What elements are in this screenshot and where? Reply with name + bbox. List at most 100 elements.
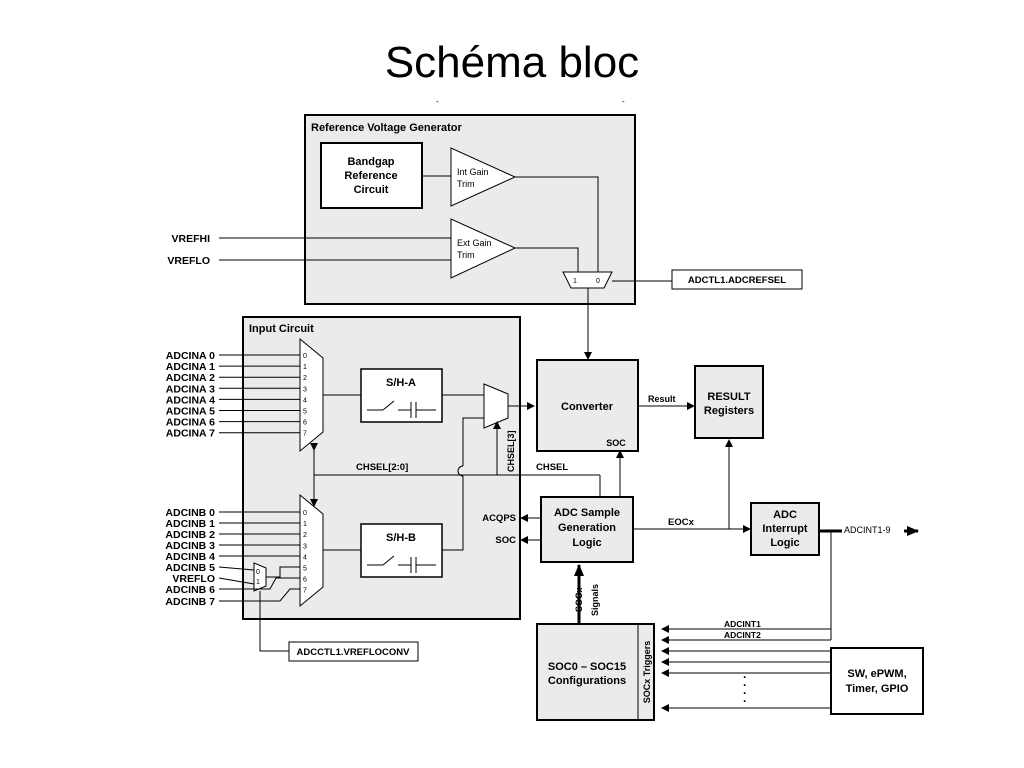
adcina-label: ADCINA 3	[166, 383, 215, 395]
mux-b-pin: 2	[303, 532, 307, 539]
adcinb-label: ADCINB 6	[165, 584, 215, 596]
int-logic-label-1: ADC	[773, 509, 797, 521]
dots-2: ·	[743, 678, 747, 692]
mux-b-pin: 3	[303, 543, 307, 550]
mux-a-pin: 1	[303, 364, 307, 371]
adcinb-label: ADCINB 0	[165, 507, 215, 519]
sh-select-mux	[483, 383, 509, 429]
soc-signals-label-2: Signals	[590, 584, 600, 616]
mux-a-pin: 2	[303, 375, 307, 382]
dots-4: ·	[743, 694, 747, 708]
vrefloconv-label: ADCCTL1.VREFLOCONV	[297, 647, 411, 658]
mux-b-pin: 5	[303, 566, 307, 573]
result-label: Result	[648, 394, 676, 404]
mux-b-pin: 6	[303, 577, 307, 584]
converter-block	[536, 359, 639, 452]
bandgap-block	[320, 142, 423, 209]
vreflo-mux-pin1: 1	[256, 579, 260, 586]
adcint1-label: ADCINT1	[724, 619, 761, 629]
soc-configurations	[536, 623, 655, 721]
adcinb-label: ADCINB 3	[165, 540, 215, 552]
adcrefsel-box	[671, 269, 803, 290]
ref-gen-title: Reference Voltage Generator	[311, 122, 463, 134]
sample-gen-label-3: Logic	[572, 537, 601, 549]
result-regs-label-1: RESULT	[707, 391, 750, 403]
ref-mux-in1: 1	[573, 278, 577, 285]
bandgap-label-3: Circuit	[354, 184, 389, 196]
soc-config-label-1: SOC0 – SOC15	[548, 661, 626, 673]
vrefhi-label: VREFHI	[171, 233, 210, 245]
mux-b-pin: 1	[303, 521, 307, 528]
bandgap-label-2: Reference	[344, 170, 397, 182]
adcina-label: ADCINA 0	[166, 350, 215, 362]
sample-generation-logic	[540, 496, 634, 563]
sources-label-2: Timer, GPIO	[846, 683, 909, 695]
mux-a-pin: 4	[303, 397, 307, 404]
mux-b-pin: 7	[303, 588, 307, 595]
result-registers	[694, 365, 764, 439]
soc-config-label-2: Configurations	[548, 675, 626, 687]
mux-a-pin: 3	[303, 386, 307, 393]
dots-3: ·	[743, 686, 747, 700]
chsel-label: CHSEL	[536, 462, 568, 473]
sources-label-1: SW, ePWM,	[847, 668, 906, 680]
ext-gain-label-2: Trim	[457, 250, 475, 260]
adcina-label: ADCINA 2	[166, 372, 215, 384]
mux-a-pin: 6	[303, 420, 307, 427]
sha-block	[360, 368, 443, 423]
int-logic-label-3: Logic	[770, 537, 799, 549]
vreflo-b-label: VREFLO	[172, 573, 215, 585]
int-gain-label-1: Int Gain	[457, 167, 489, 177]
svg-text:-: -	[622, 97, 625, 106]
chsel-20-label: CHSEL[2:0]	[356, 462, 408, 473]
mux-a-pin: 5	[303, 409, 307, 416]
sha-label: S/H-A	[386, 377, 416, 389]
slide-title: Schéma bloc	[384, 38, 640, 87]
dots-1: ·	[743, 670, 747, 684]
soc-triggers-label: SOCx Triggers	[642, 641, 652, 704]
int-logic-label-2: Interrupt	[762, 523, 808, 535]
mux-b-pin: 0	[303, 510, 307, 517]
vrefloconv-box	[288, 641, 419, 662]
vreflo-label: VREFLO	[167, 255, 210, 267]
adcrefsel-label: ADCTL1.ADCREFSEL	[688, 275, 786, 286]
shb-block	[360, 523, 443, 578]
adcinb-label: ADCINB 5	[165, 562, 215, 574]
svg-text:-: -	[436, 97, 439, 106]
vreflo-mux-pin0: 0	[256, 569, 260, 576]
int-gain-label-2: Trim	[457, 179, 475, 189]
ref-mux	[562, 271, 613, 289]
shb-label: S/H-B	[386, 532, 416, 544]
sample-gen-label-2: Generation	[558, 522, 616, 534]
ext-gain-amplifier	[450, 218, 517, 279]
trigger-sources	[830, 647, 924, 715]
soc-signals-label-1: SOCx	[574, 587, 584, 612]
converter-soc-label: SOC	[606, 438, 626, 448]
vreflo-mux	[253, 562, 267, 592]
adcina-label: ADCINA 7	[166, 428, 215, 440]
mux-b-pin: 4	[303, 554, 307, 561]
ext-gain-label-1: Ext Gain	[457, 238, 492, 248]
adcint2-label: ADCINT2	[724, 630, 761, 640]
adcina-label: ADCINA 6	[166, 417, 215, 429]
adcinb-label: ADCINB 2	[165, 529, 215, 541]
mux-a	[299, 337, 324, 453]
mux-a-pin: 7	[303, 431, 307, 438]
eocx-label: EOCx	[668, 517, 695, 528]
mux-a-pin: 0	[303, 353, 307, 360]
chsel-3-label: CHSEL[3]	[506, 430, 516, 472]
adcinb-label: ADCINB 4	[165, 551, 215, 563]
ref-mux-in0: 0	[596, 278, 600, 285]
interrupt-logic	[750, 502, 820, 556]
int-gain-amplifier	[450, 147, 517, 207]
mux-b	[299, 493, 324, 608]
adcinb-label: ADCINB 7	[165, 596, 215, 608]
result-regs-label-2: Registers	[704, 405, 754, 417]
acqps-label: ACQPS	[482, 513, 516, 524]
soc-label: SOC	[495, 535, 516, 546]
adcinb-label: ADCINB 1	[165, 518, 215, 530]
bandgap-label-1: Bandgap	[347, 156, 394, 168]
adcina-label: ADCINA 4	[166, 394, 215, 406]
